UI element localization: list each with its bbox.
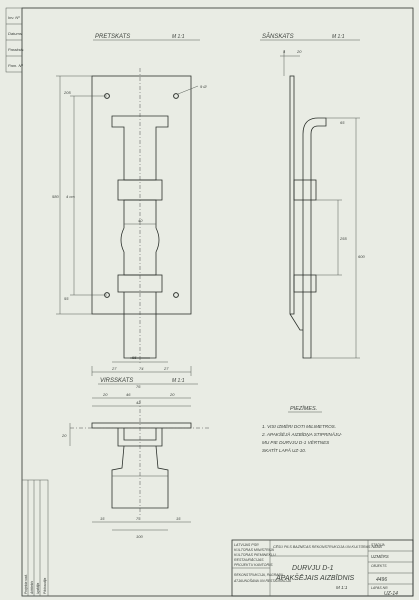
- top-view-scale: M 1:1: [172, 378, 185, 384]
- side-view-scale: M 1:1: [332, 34, 345, 40]
- drawing-title-1: DURVJU D-1: [292, 565, 334, 572]
- side-strap-lower: [293, 274, 317, 293]
- front-dim-center: 40: [138, 218, 143, 223]
- stage-value: UZMĒRS: [371, 554, 389, 559]
- notes: PIEZĪMES. 1. VISI IZMĒRI DOTI MILIMETROS…: [261, 405, 343, 453]
- top-plate: [91, 422, 192, 429]
- top-dim-i: 15: [176, 516, 181, 521]
- front-plate: [91, 75, 192, 315]
- side-dim-offset: 20: [296, 49, 302, 54]
- margin-label-1: Inv. Nº: [8, 15, 20, 20]
- front-dim-strap-width: 74: [139, 366, 144, 371]
- side-view: SĀNSKATS M 1:1 4 20 600 255 65: [260, 33, 365, 359]
- signature-strip: Projekta vad. Arhitekts Izpildīja Pārbau…: [21, 479, 49, 597]
- org-line-1: LATVIJAS PSR: [234, 543, 259, 547]
- side-view-title: SĀNSKATS: [262, 33, 294, 40]
- margin-label-4: Pam. Nº: [8, 63, 23, 68]
- org-line-6: REKONSTRUKCIJA, PAGRABU: [234, 573, 284, 577]
- side-dim-thickness: 4: [283, 49, 286, 54]
- drawing-scale: M 1:1: [336, 585, 348, 590]
- page-label: LAPAS NR.: [371, 586, 389, 590]
- front-dim-left: 27: [111, 366, 117, 371]
- top-dim-h: 100: [136, 534, 143, 539]
- note-line-2: 2. APAKŠĒJĀ AIZBĪDŅA STIPRINĀJU-: [261, 431, 343, 437]
- side-plate: [289, 75, 295, 315]
- hole-bottom-right: [173, 292, 179, 298]
- front-dim-hole-dia: 9 Ø: [200, 84, 207, 89]
- top-dim-b: 46: [126, 392, 131, 397]
- side-strap-upper: [293, 179, 317, 201]
- front-dim-overall: 580: [52, 194, 59, 199]
- role-4: Pārbaudīja: [43, 578, 47, 594]
- object-value: 4496: [376, 577, 387, 583]
- role-3: Izpildīja: [36, 583, 40, 594]
- front-view: PRETSKATS M 1:1 580 4 cm 205 55 9 Ø 40: [52, 34, 207, 376]
- org-line-4: RESTAURĀCIJAS: [234, 558, 264, 562]
- front-dim-bolt-width: 55: [132, 355, 137, 360]
- note-line-1: 1. VISI IZMĒRI DOTI MILIMETROS.: [262, 423, 336, 429]
- top-dim-d: 20: [169, 392, 175, 397]
- front-dim-right: 27: [163, 366, 169, 371]
- top-dim-c: 76: [136, 384, 141, 389]
- side-dim-length: 600: [358, 254, 365, 259]
- front-dim-holes: 4 cm: [66, 194, 75, 199]
- hole-top-right: [173, 93, 179, 99]
- top-dim-depth: 20: [61, 433, 67, 438]
- object-label: OBJEKTS: [371, 564, 387, 568]
- front-view-title: PRETSKATS: [95, 34, 130, 40]
- org-line-5: PROJEKTU KANTORIS: [234, 563, 273, 567]
- top-dim-g: 75: [136, 516, 141, 521]
- top-view: VIRSSKATS M 1:1 20 46 76 20 42 15 75 100…: [61, 378, 210, 539]
- role-2: Arhitekts: [30, 581, 34, 595]
- side-dim-hook: 65: [340, 120, 345, 125]
- title-block: LATVIJAS PSR KULTŪRAS MINISTRIJA KULTŪRA…: [231, 539, 414, 597]
- org-line-3: KULTŪRAS PIEMINEKĻU: [234, 553, 276, 557]
- front-dim-top: 205: [63, 90, 71, 95]
- left-margin-stamp: Inv. Nº Datums Paraksts Pam. Nº: [5, 7, 24, 73]
- sheet-border: [21, 7, 414, 597]
- top-view-title: VIRSSKATS: [100, 378, 133, 384]
- side-dim-between: 255: [339, 236, 347, 241]
- drawing-title-2: APAKŠĒJAIS AIZBĪDNIS: [275, 573, 355, 582]
- front-view-scale: M 1:1: [172, 34, 185, 40]
- side-bolt: [302, 117, 327, 359]
- top-dim-e: 42: [136, 400, 141, 405]
- top-dim-f: 15: [100, 516, 105, 521]
- page-value: UZ-14: [384, 591, 398, 597]
- margin-label-2: Datums: [8, 31, 22, 36]
- org-line-7: ATJAUNOŠANA UN RESTAURĀCIJA: [233, 578, 292, 583]
- project-name: CĒSU PILS BAZNĪCAS REKONSTRUKCIJA UN KUL…: [273, 545, 382, 549]
- note-line-4: SKATĪT LAPĀ UZ-10.: [262, 447, 306, 453]
- front-dim-bottom: 55: [64, 296, 69, 301]
- notes-heading: PIEZĪMES.: [290, 405, 317, 412]
- top-dim-a: 20: [102, 392, 108, 397]
- note-line-3: MU PIE DURVJU D-1 VĒRTNES: [262, 439, 330, 445]
- role-1: Projekta vad.: [24, 574, 28, 594]
- margin-label-3: Paraksts: [8, 47, 24, 52]
- org-line-2: KULTŪRAS MINISTRIJA: [234, 548, 274, 552]
- stage-label: STADIJA: [371, 543, 385, 547]
